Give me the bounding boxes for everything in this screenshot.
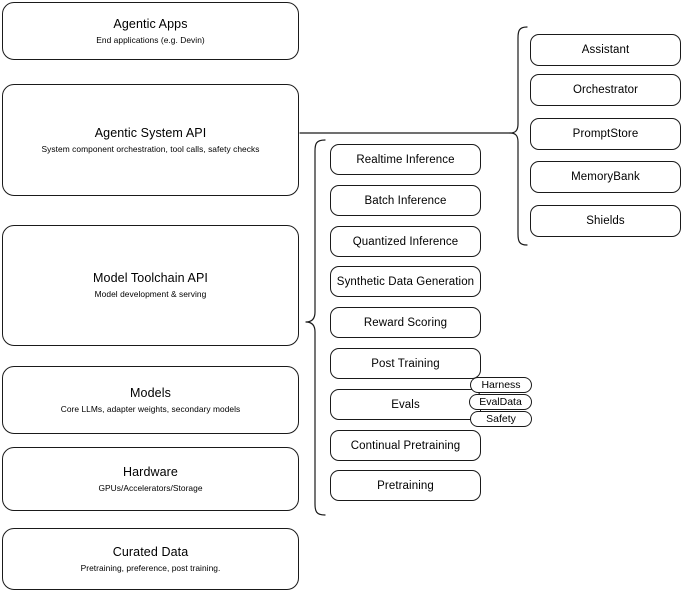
- layer-box-agentic-system-api[interactable]: Agentic System API System component orch…: [2, 84, 299, 196]
- layer-box-hardware[interactable]: Hardware GPUs/Accelerators/Storage: [2, 447, 299, 511]
- badge-label: Safety: [486, 413, 516, 425]
- component-label: PromptStore: [572, 128, 639, 140]
- component-label: Assistant: [581, 44, 630, 56]
- layer-subtitle: Pretraining, preference, post training.: [80, 562, 221, 573]
- component-label: Orchestrator: [572, 84, 639, 96]
- layer-title: Agentic Apps: [113, 16, 188, 31]
- capability-box-quantized-inference[interactable]: Quantized Inference: [330, 226, 481, 257]
- capability-box-continual-pretraining[interactable]: Continual Pretraining: [330, 430, 481, 461]
- capability-label: Realtime Inference: [356, 153, 455, 166]
- layer-title: Curated Data: [112, 544, 189, 559]
- capability-label: Quantized Inference: [352, 235, 459, 248]
- capability-box-batch-inference[interactable]: Batch Inference: [330, 185, 481, 216]
- component-box-shields[interactable]: Shields: [530, 205, 681, 237]
- badge-evaldata[interactable]: EvalData: [469, 394, 532, 410]
- layer-title: Models: [130, 385, 171, 400]
- capability-label: Reward Scoring: [363, 316, 448, 329]
- layer-subtitle: Core LLMs, adapter weights, secondary mo…: [60, 403, 241, 414]
- layer-subtitle: GPUs/Accelerators/Storage: [98, 482, 203, 493]
- layer-box-curated-data[interactable]: Curated Data Pretraining, preference, po…: [2, 528, 299, 590]
- layer-box-models[interactable]: Models Core LLMs, adapter weights, secon…: [2, 366, 299, 434]
- capability-label: Evals: [391, 398, 420, 411]
- component-label: MemoryBank: [571, 171, 640, 183]
- component-box-memorybank[interactable]: MemoryBank: [530, 161, 681, 193]
- capability-box-realtime-inference[interactable]: Realtime Inference: [330, 144, 481, 175]
- layer-subtitle: System component orchestration, tool cal…: [41, 143, 260, 154]
- capability-box-synthetic-data-generation[interactable]: Synthetic Data Generation: [330, 266, 481, 297]
- capability-label: Continual Pretraining: [350, 439, 461, 452]
- layer-subtitle: Model development & serving: [94, 289, 207, 299]
- component-label: Shields: [586, 215, 625, 227]
- layer-title: Model Toolchain API: [93, 271, 208, 285]
- layer-subtitle: End applications (e.g. Devin): [96, 34, 205, 45]
- badge-label: EvalData: [479, 396, 522, 408]
- component-box-assistant[interactable]: Assistant: [530, 34, 681, 66]
- component-box-orchestrator[interactable]: Orchestrator: [530, 74, 681, 106]
- capability-label: Synthetic Data Generation: [336, 275, 475, 288]
- middle-column-brace: [305, 139, 326, 516]
- right-column-brace: [509, 26, 528, 246]
- layer-box-agentic-apps[interactable]: Agentic Apps End applications (e.g. Devi…: [2, 2, 299, 60]
- layer-box-model-toolchain-api[interactable]: Model Toolchain API Model development & …: [2, 225, 299, 346]
- capability-label: Batch Inference: [364, 194, 447, 207]
- badge-harness[interactable]: Harness: [470, 377, 532, 393]
- badge-safety[interactable]: Safety: [470, 411, 532, 427]
- capability-box-post-training[interactable]: Post Training: [330, 348, 481, 379]
- capability-box-evals[interactable]: Evals: [330, 389, 481, 420]
- layer-title: Hardware: [123, 464, 178, 479]
- capability-label: Post Training: [371, 357, 440, 370]
- badge-label: Harness: [481, 379, 521, 391]
- capability-box-pretraining[interactable]: Pretraining: [330, 470, 481, 501]
- capability-box-reward-scoring[interactable]: Reward Scoring: [330, 307, 481, 338]
- component-box-promptstore[interactable]: PromptStore: [530, 118, 681, 150]
- layer-title: Agentic System API: [94, 125, 207, 140]
- capability-label: Pretraining: [377, 479, 434, 492]
